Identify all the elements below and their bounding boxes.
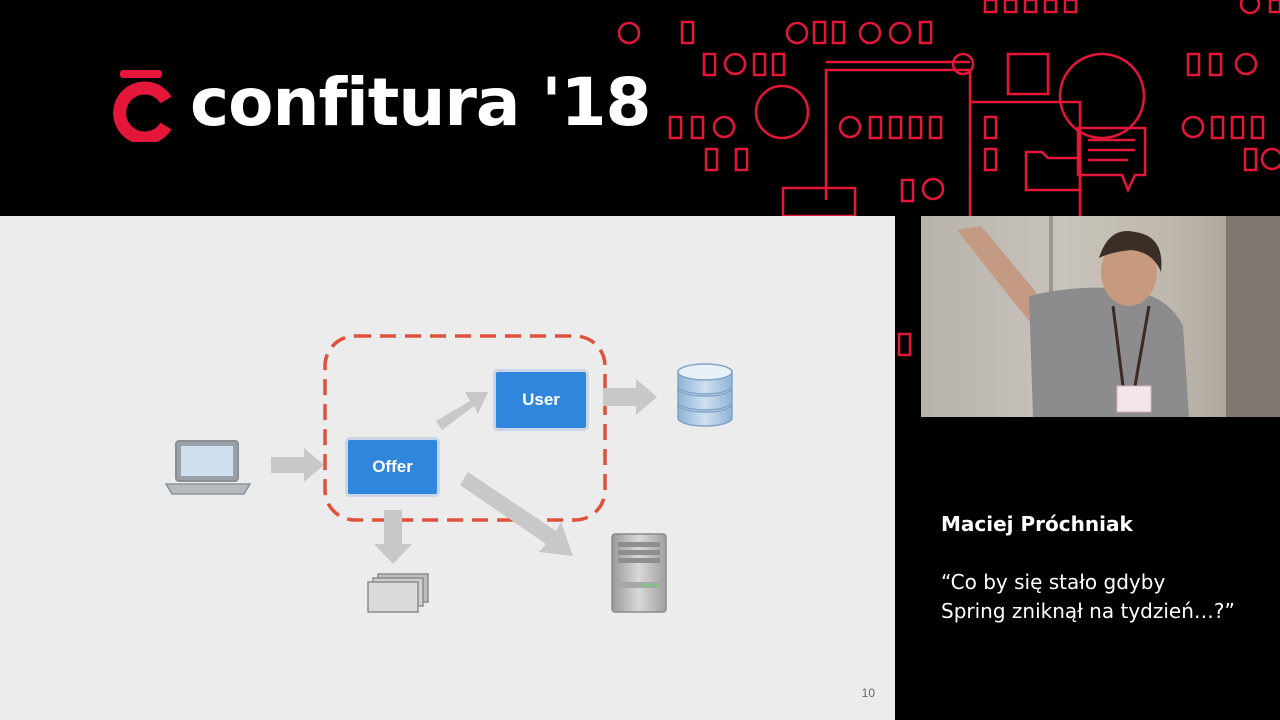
decorative-line-art-lower xyxy=(897,332,912,357)
talk-title: “Co by się stało gdyby Spring zniknął na… xyxy=(941,568,1271,626)
speaker-video xyxy=(921,216,1280,417)
talk-title-line-1: “Co by się stało gdyby xyxy=(941,570,1166,594)
decorative-line-art xyxy=(617,0,1280,216)
user-service-node: User xyxy=(493,369,589,431)
arrow-offer-to-documents xyxy=(374,510,412,564)
laptop-icon xyxy=(164,440,252,495)
confitura-logo-icon xyxy=(113,70,172,142)
speaker-figure xyxy=(957,216,1280,417)
presentation-slide: Offer User 10 xyxy=(0,216,895,720)
brand-title: confitura '18 xyxy=(190,64,651,141)
speaker-panel: Maciej Próchniak “Co by się stało gdyby … xyxy=(895,216,1280,720)
arrow-offer-to-user xyxy=(436,392,488,430)
slide-number: 10 xyxy=(861,686,875,700)
arrow-laptop-to-offer xyxy=(271,448,324,482)
talk-title-line-2: Spring zniknął na tydzień…?” xyxy=(941,599,1235,623)
conference-header: confitura '18 xyxy=(0,0,1280,216)
server-icon xyxy=(611,533,667,613)
speaker-name: Maciej Próchniak xyxy=(941,512,1133,536)
service-boundary xyxy=(323,334,607,522)
arrow-user-to-database xyxy=(603,379,657,415)
documents-icon xyxy=(367,573,429,613)
offer-service-node: Offer xyxy=(345,437,440,497)
arrow-offer-to-server xyxy=(460,472,573,556)
database-icon xyxy=(677,363,733,427)
architecture-diagram xyxy=(164,334,733,613)
